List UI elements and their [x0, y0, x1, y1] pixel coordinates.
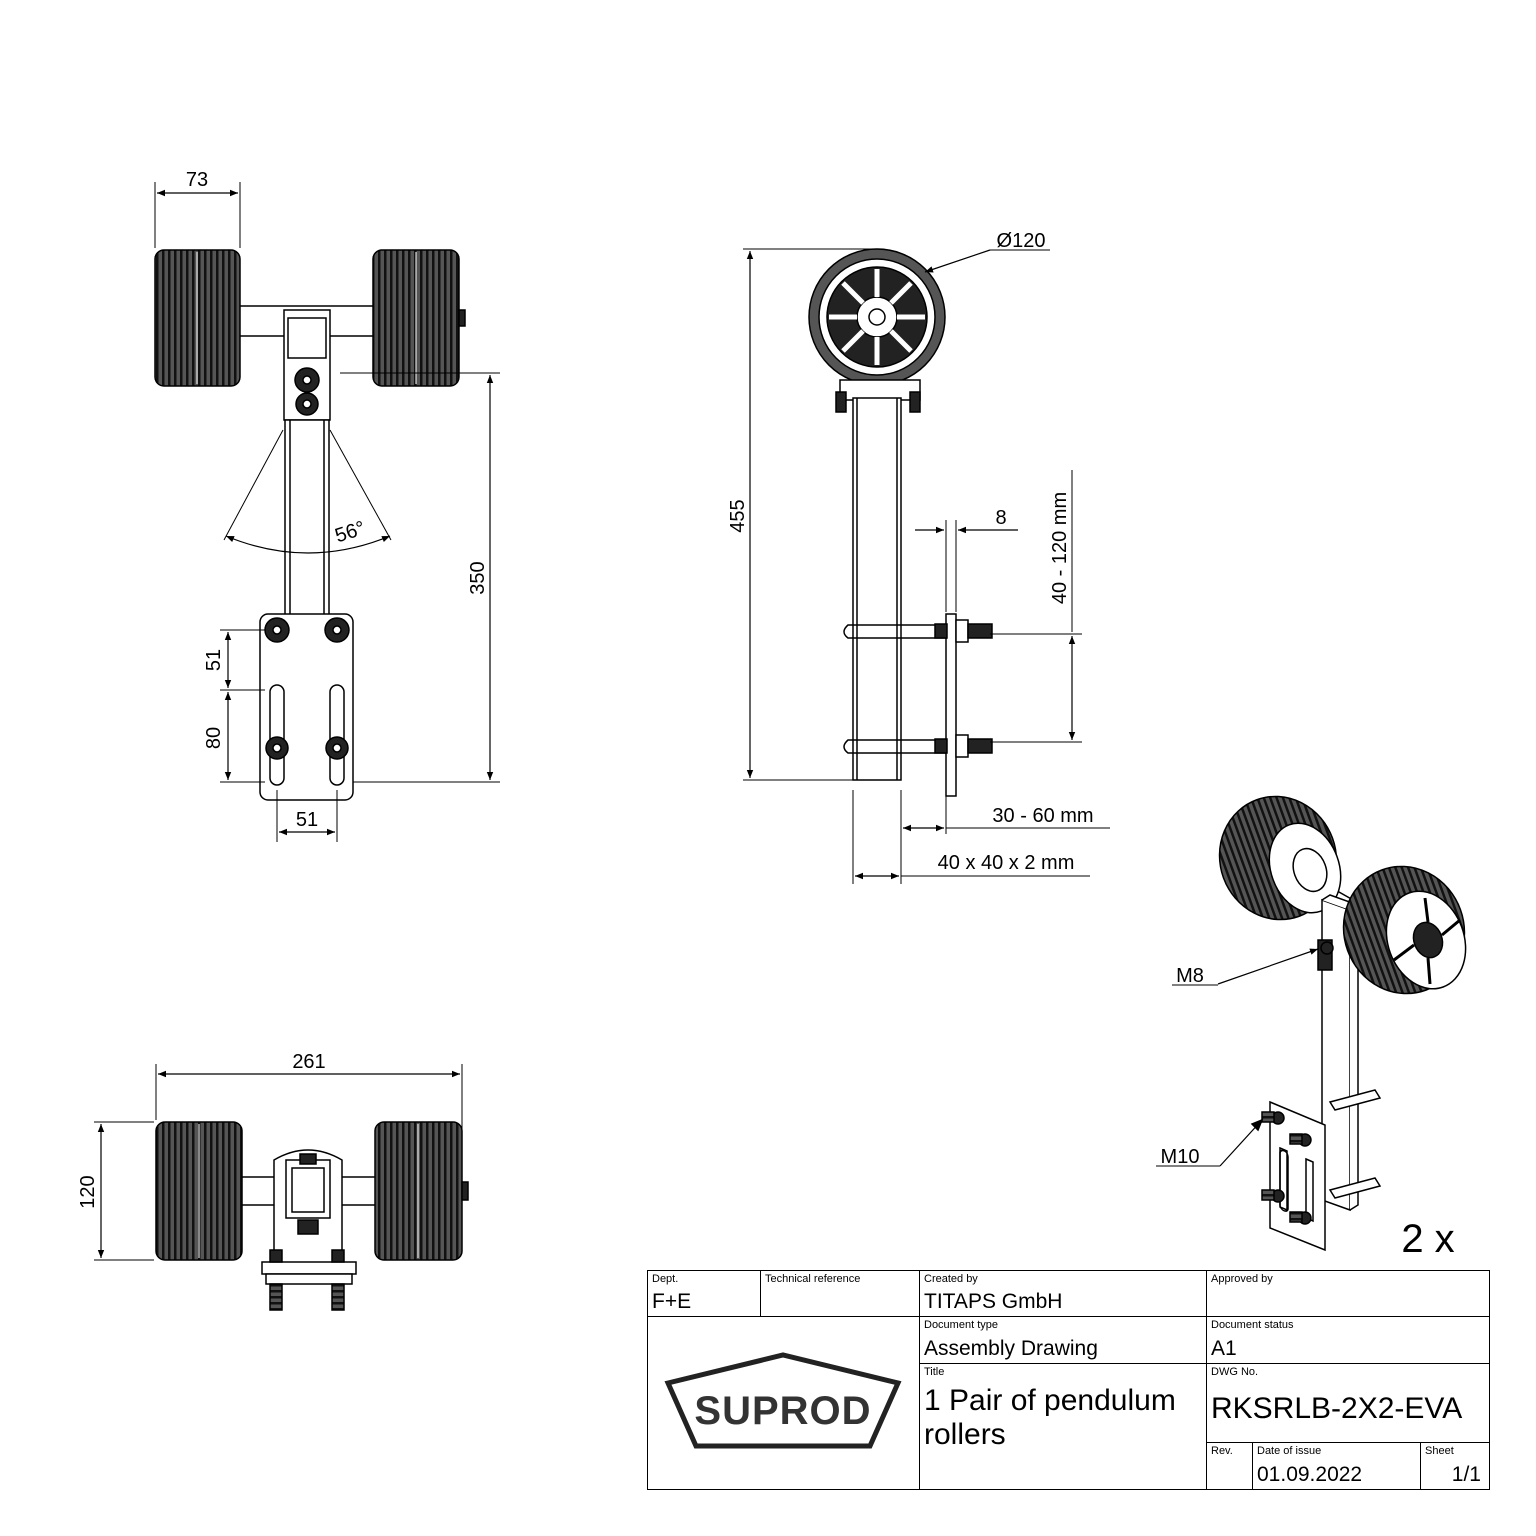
square-tube [284, 419, 330, 616]
doc-status-cell: Document status A1 [1206, 1316, 1490, 1364]
isometric-view [1156, 795, 1467, 1252]
doc-status-value: A1 [1211, 1337, 1237, 1360]
dim-51-vertical: 51 [203, 649, 225, 671]
dim-8: 8 [995, 507, 1006, 529]
date-value: 01.09.2022 [1257, 1463, 1363, 1486]
dim-diameter-120: Ø120 [997, 230, 1046, 252]
front-view [94, 1064, 469, 1311]
created-by-cell: Created by TITAPS GmbH [919, 1270, 1207, 1317]
sheet-label: Sheet [1425, 1445, 1454, 1457]
approved-by-cell: Approved by [1206, 1270, 1490, 1317]
created-by-label: Created by [924, 1273, 978, 1285]
callout-m8: M8 [1176, 965, 1204, 987]
dim-tube-profile: 40 x 40 x 2 mm [938, 852, 1075, 874]
doc-status-label: Document status [1211, 1319, 1294, 1331]
clamp-plate [945, 613, 957, 797]
title-label: Title [924, 1366, 945, 1378]
dwg-no-label: DWG No. [1211, 1366, 1259, 1378]
dept-cell: Dept. F+E [647, 1270, 761, 1317]
tech-ref-label: Technical reference [765, 1273, 861, 1285]
dim-350: 350 [467, 561, 489, 594]
dim-51-horizontal: 51 [296, 809, 318, 831]
dept-value: F+E [652, 1290, 692, 1313]
quantity-label: 2 x [1401, 1217, 1454, 1261]
sheet-value: 1/1 [1451, 1463, 1481, 1486]
dim-261: 261 [292, 1051, 325, 1073]
dim-80: 80 [203, 727, 225, 749]
sheet-cell: Sheet 1/1 [1420, 1442, 1490, 1490]
suprod-logo: SUPROD [664, 1352, 902, 1449]
logo-cell: SUPROD [647, 1316, 920, 1490]
callout-m10: M10 [1161, 1146, 1200, 1168]
dim-40-120: 40 - 120 mm [1049, 492, 1071, 604]
title-block: Dept. F+E Technical reference Created by… [647, 1270, 1490, 1490]
logo-text: SUPROD [694, 1389, 871, 1433]
top-view [154, 182, 500, 842]
dept-label: Dept. [652, 1273, 679, 1285]
doc-type-cell: Document type Assembly Drawing [919, 1316, 1207, 1364]
date-cell: Date of issue 01.09.2022 [1252, 1442, 1421, 1490]
side-view [743, 248, 1110, 884]
title-cell: Title 1 Pair of pendulum rollers [919, 1363, 1207, 1490]
date-label: Date of issue [1257, 1445, 1322, 1457]
doc-type-value: Assembly Drawing [924, 1337, 1098, 1360]
dwg-no-value: RKSRLB-2X2-EVA [1211, 1392, 1463, 1425]
dim-120: 120 [77, 1175, 99, 1208]
title-line-2: rollers [924, 1418, 1006, 1451]
created-by-value: TITAPS GmbH [924, 1290, 1063, 1313]
doc-type-label: Document type [924, 1319, 998, 1331]
dim-angle-56: 56° [332, 517, 368, 547]
dim-73: 73 [186, 169, 208, 191]
title-line-1: 1 Pair of pendulum [924, 1384, 1176, 1417]
dim-455: 455 [727, 499, 749, 532]
dwg-no-cell: DWG No. RKSRLB-2X2-EVA [1206, 1363, 1490, 1443]
approved-by-label: Approved by [1211, 1273, 1273, 1285]
rev-label: Rev. [1211, 1445, 1233, 1457]
dim-30-60: 30 - 60 mm [992, 805, 1093, 827]
side-tube [852, 397, 902, 781]
rev-cell: Rev. [1206, 1442, 1253, 1490]
tech-ref-cell: Technical reference [760, 1270, 920, 1317]
